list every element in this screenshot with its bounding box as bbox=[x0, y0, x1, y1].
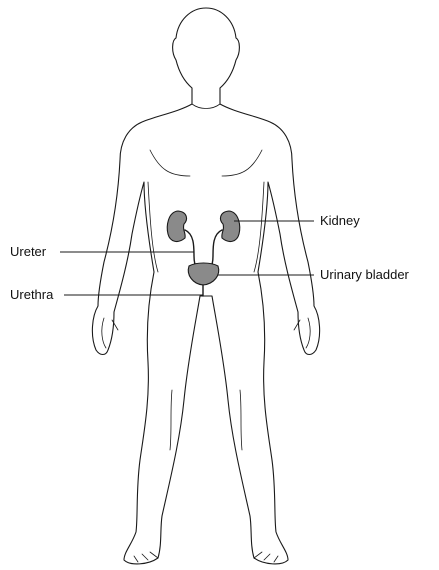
body-outline bbox=[92, 8, 319, 564]
right-kidney bbox=[221, 211, 240, 241]
body-detail-lines bbox=[102, 104, 310, 562]
kidney-label: Kidney bbox=[320, 213, 360, 228]
urinary-bladder-label: Urinary bladder bbox=[320, 267, 410, 282]
ureter-label: Ureter bbox=[10, 244, 47, 259]
kidneys bbox=[167, 211, 239, 241]
urinary-bladder bbox=[188, 263, 218, 285]
urethra-label: Urethra bbox=[10, 287, 54, 302]
labels: Kidney Ureter Urinary bladder Urethra bbox=[10, 213, 410, 302]
left-kidney bbox=[167, 211, 186, 241]
leader-lines bbox=[60, 221, 314, 295]
